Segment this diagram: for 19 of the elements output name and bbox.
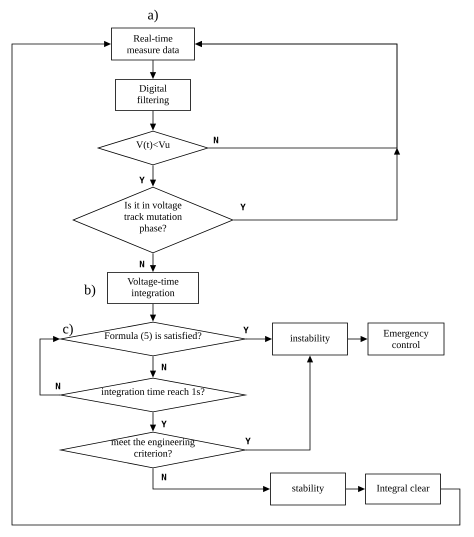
arrow — [40, 336, 60, 396]
edge-label: N — [138, 260, 146, 268]
edge-label: N — [212, 136, 220, 144]
process-box: instability — [272, 322, 348, 356]
process-box: Integral clear — [365, 474, 441, 504]
edge-label: Y — [239, 202, 247, 212]
panel-letter: c) — [63, 324, 73, 336]
process-box: Voltage-time integration — [107, 272, 199, 304]
edge-label: Y — [138, 176, 146, 184]
edge-label: N — [160, 362, 168, 372]
edge-label: Y — [242, 326, 250, 334]
process-box: Digital filtering — [115, 79, 191, 111]
panel-letter: b) — [84, 284, 96, 298]
process-box: Real-time measure data — [111, 28, 195, 60]
edge-label: Y — [160, 420, 168, 428]
edge-label: N — [160, 472, 168, 482]
process-box: Emergency control — [368, 322, 444, 356]
process-box: stability — [270, 472, 346, 506]
arrow — [12, 40, 460, 526]
